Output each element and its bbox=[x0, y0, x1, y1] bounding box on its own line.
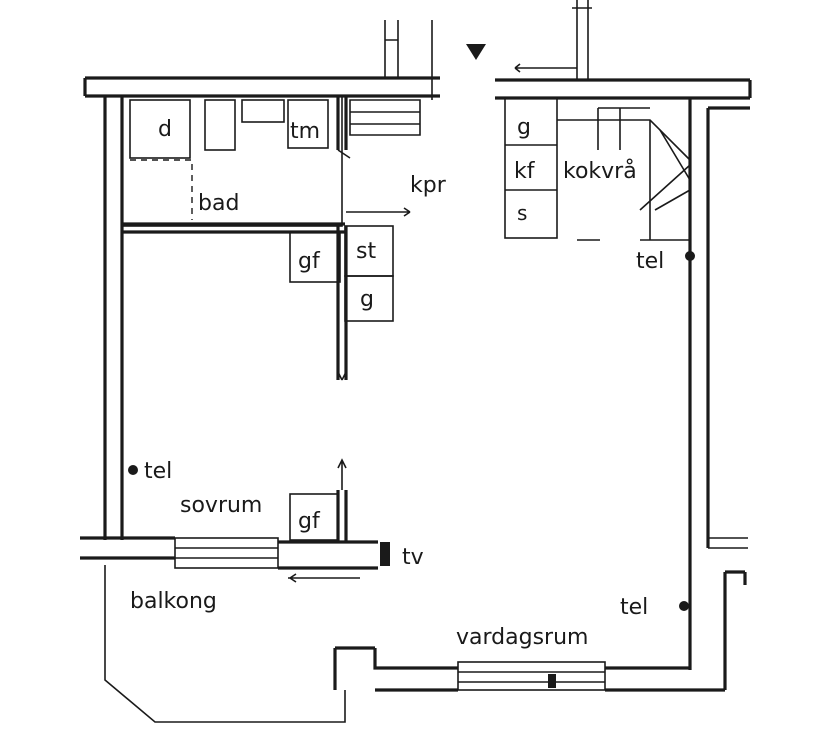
fixture-label-tm: tm bbox=[290, 119, 320, 144]
outer-walls bbox=[80, 76, 752, 723]
fixture-label-tv: tv bbox=[402, 545, 424, 570]
room-label-kokvra: kokvrå bbox=[563, 158, 637, 184]
windows bbox=[174, 537, 606, 691]
room-label-kpr: kpr bbox=[410, 173, 447, 198]
fixture-label-g-hall: g bbox=[360, 287, 374, 312]
tel-outlet-icon bbox=[128, 465, 138, 475]
fixture-label-d: d bbox=[158, 117, 172, 142]
room-label-vardagsrum: vardagsrum bbox=[456, 625, 588, 650]
fixture-label-gf-sovrum: gf bbox=[298, 509, 321, 534]
outlet-label-tel-sovrum: tel bbox=[144, 459, 172, 484]
top-shafts bbox=[384, 0, 592, 100]
fixture-label-kf: kf bbox=[514, 159, 536, 184]
fixture-label-g-kitchen: g bbox=[517, 115, 531, 140]
fixture-label-s: s bbox=[517, 201, 527, 225]
room-label-balkong: balkong bbox=[130, 589, 217, 614]
tel-outlet-icon bbox=[679, 601, 689, 611]
room-label-sovrum: sovrum bbox=[180, 493, 262, 518]
room-label-bad: bad bbox=[198, 191, 239, 216]
fixture-label-st: st bbox=[356, 239, 376, 264]
tel-outlet-icon bbox=[685, 251, 695, 261]
kitchen bbox=[504, 97, 691, 241]
outlet-label-tel-vardagsrum: tel bbox=[620, 595, 648, 620]
entrance-arrow-icon bbox=[466, 44, 486, 60]
hall-wardrobes bbox=[289, 207, 411, 381]
sovrum-partition bbox=[288, 458, 390, 583]
fixture-label-gf-hall: gf bbox=[298, 249, 321, 274]
outlet-label-tel-kitchen: tel bbox=[636, 249, 664, 274]
bathroom bbox=[121, 95, 421, 234]
